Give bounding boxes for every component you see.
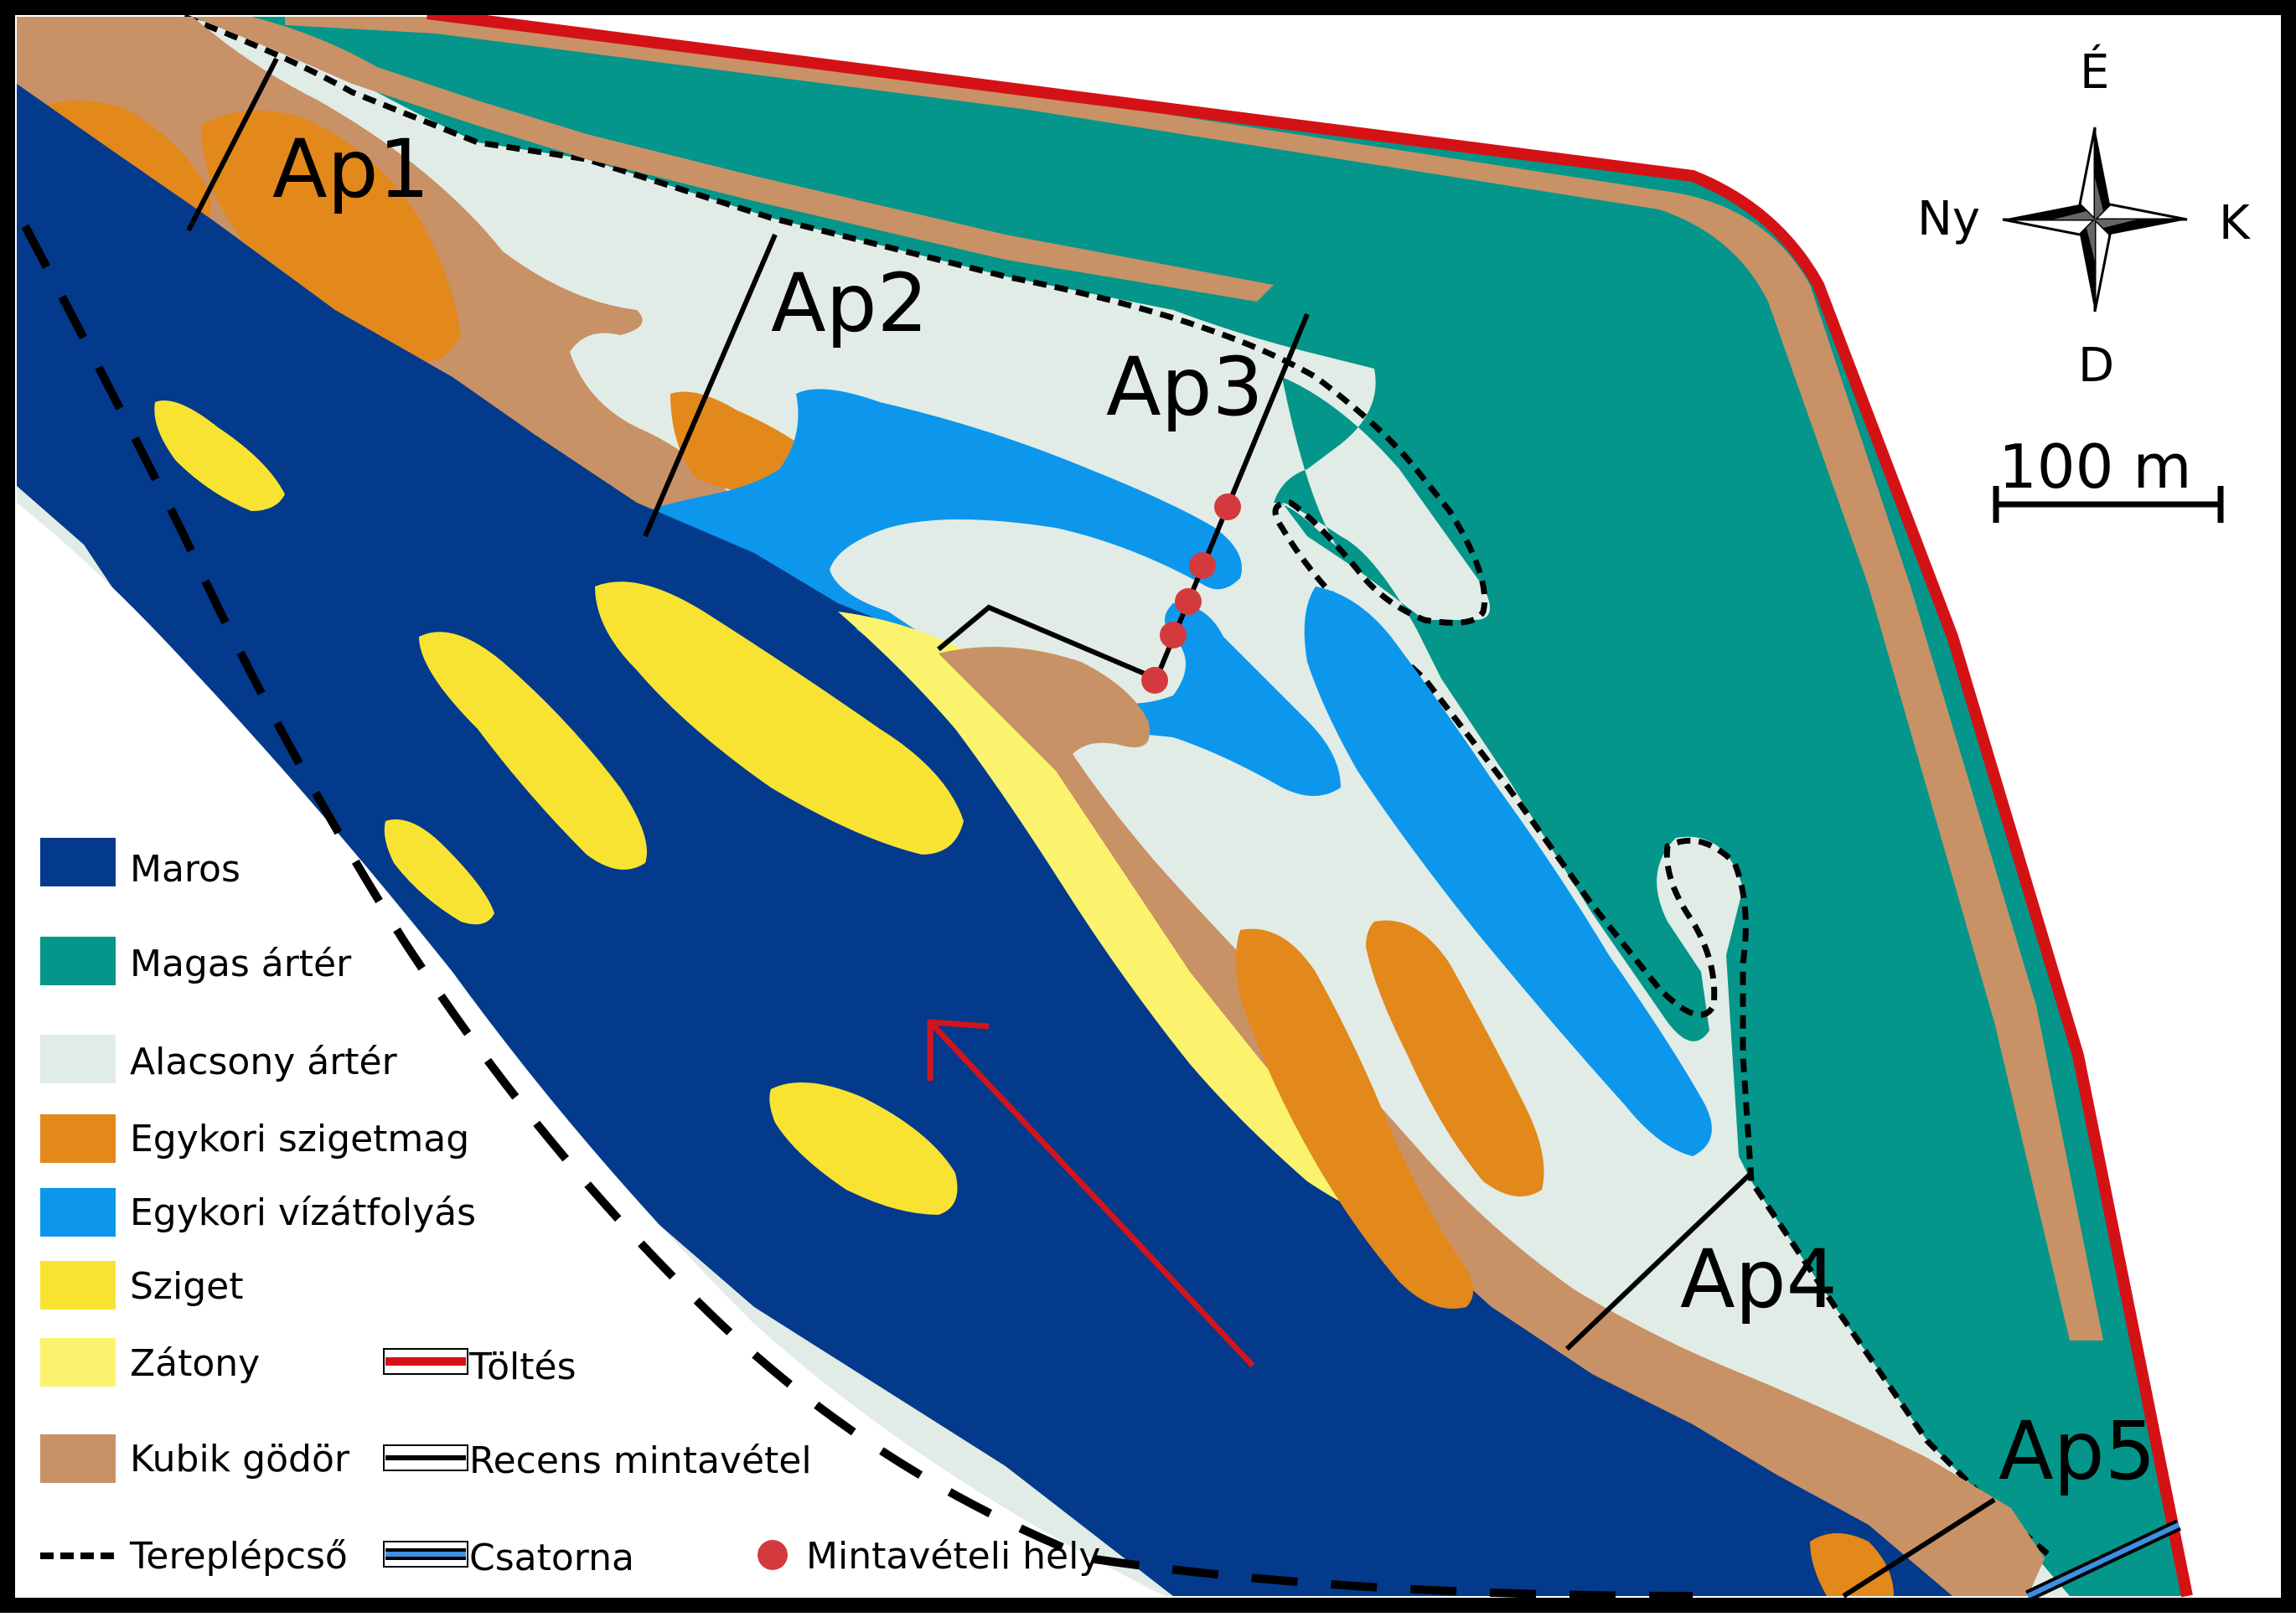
sziget-4 bbox=[384, 819, 494, 925]
svg-text:Egykori vízátfolyás: Egykori vízátfolyás bbox=[130, 1191, 476, 1234]
sample-point bbox=[1189, 552, 1216, 579]
legend-item-kubik: Kubik gödör bbox=[40, 1434, 350, 1483]
vizatfolyas-1 bbox=[645, 389, 1341, 796]
compass-east-label: K bbox=[2219, 196, 2251, 251]
legend-item-alacsony-arter: Alacsony ártér bbox=[40, 1035, 398, 1083]
sziget-2 bbox=[419, 632, 647, 870]
sziget-1 bbox=[154, 400, 285, 511]
compass-rose: É D Ny K bbox=[1917, 45, 2251, 393]
legend-item-magas-arter: Magas ártér bbox=[40, 937, 352, 985]
compass-icon bbox=[2002, 127, 2188, 313]
magas-arter-area bbox=[184, 17, 2187, 1596]
profile-line-ap2 bbox=[643, 233, 778, 538]
vizatfolyas-2 bbox=[1304, 586, 1712, 1156]
szigetmag-4 bbox=[1236, 928, 1473, 1309]
legend-item-maros: Maros bbox=[40, 838, 240, 891]
white-bank-southwest bbox=[17, 503, 1165, 1596]
scale-bar-label: 100 m bbox=[1999, 431, 2191, 502]
kubik-strip-north-2 bbox=[193, 17, 1274, 302]
svg-text:Egykori szigetmag: Egykori szigetmag bbox=[130, 1118, 469, 1160]
szigetmag-2 bbox=[201, 111, 461, 362]
legend-item-sziget: Sziget bbox=[40, 1261, 244, 1310]
svg-text:Alacsony ártér: Alacsony ártér bbox=[130, 1041, 398, 1083]
compass-west-label: Ny bbox=[1917, 192, 1980, 246]
profile-label-ap3: Ap3 bbox=[1106, 340, 1264, 434]
legend-item-zatony: Zátony bbox=[40, 1338, 260, 1387]
szigetmag-5 bbox=[1366, 920, 1544, 1196]
szigetmag-6 bbox=[1810, 1533, 1894, 1596]
svg-text:Mintavételi hely: Mintavételi hely bbox=[806, 1535, 1100, 1578]
toltes-levee bbox=[427, 8, 2193, 1598]
svg-text:Zátony: Zátony bbox=[130, 1342, 260, 1385]
svg-text:Maros: Maros bbox=[130, 848, 240, 891]
svg-text:Tereplépcső: Tereplépcső bbox=[129, 1535, 348, 1578]
sample-point bbox=[1214, 493, 1241, 520]
sample-point bbox=[1160, 622, 1187, 648]
sample-points bbox=[1141, 493, 1241, 694]
svg-text:Töltés: Töltés bbox=[468, 1346, 577, 1388]
legend-item-tereplepcso: Tereplépcső bbox=[40, 1535, 348, 1578]
flow-direction-arrow bbox=[927, 1019, 1255, 1368]
kubik-mid-strip bbox=[939, 647, 2045, 1596]
sample-point bbox=[1175, 588, 1202, 615]
profile-label-ap4: Ap4 bbox=[1680, 1232, 1838, 1326]
legend-item-vizatfolyas: Egykori vízátfolyás bbox=[40, 1188, 476, 1237]
svg-text:Csatorna: Csatorna bbox=[469, 1537, 634, 1579]
legend-item-toltes: Töltés bbox=[383, 1346, 577, 1388]
river-centerline bbox=[21, 224, 1694, 1600]
legend: Maros Magas ártér Alacsony ártér Egykori… bbox=[40, 838, 1100, 1579]
profile-label-ap2: Ap2 bbox=[771, 256, 928, 350]
compass-north-label: É bbox=[2080, 45, 2109, 100]
svg-text:Kubik gödör: Kubik gödör bbox=[130, 1438, 350, 1480]
sziget-5 bbox=[769, 1082, 958, 1215]
legend-item-csatorna: Csatorna bbox=[383, 1537, 634, 1579]
profile-line-ap4 bbox=[1564, 1170, 1754, 1351]
csatorna-canal bbox=[2025, 1519, 2181, 1602]
scale-bar: 100 m bbox=[1993, 431, 2224, 523]
zatony-bank bbox=[838, 612, 1397, 1223]
profile-label-ap1: Ap1 bbox=[272, 122, 430, 216]
svg-text:Recens mintavétel: Recens mintavétel bbox=[469, 1439, 812, 1482]
legend-item-szigetmag: Egykori szigetmag bbox=[40, 1114, 469, 1163]
maros-river bbox=[17, 84, 2011, 1596]
profile-line-ap5 bbox=[1842, 1497, 1996, 1599]
profile-label-ap5: Ap5 bbox=[1999, 1404, 2156, 1498]
tereplepcso-line bbox=[183, 13, 2056, 1561]
svg-text:Sziget: Sziget bbox=[130, 1265, 244, 1308]
sample-point bbox=[1141, 667, 1168, 694]
profile-line-ap1 bbox=[186, 57, 279, 232]
svg-text:Magas ártér: Magas ártér bbox=[130, 943, 352, 985]
sziget-3 bbox=[595, 581, 964, 855]
legend-item-recens: Recens mintavétel bbox=[383, 1439, 812, 1482]
compass-south-label: D bbox=[2078, 338, 2114, 393]
legend-item-mintaveteli-hely: Mintavételi hely bbox=[758, 1535, 1100, 1578]
